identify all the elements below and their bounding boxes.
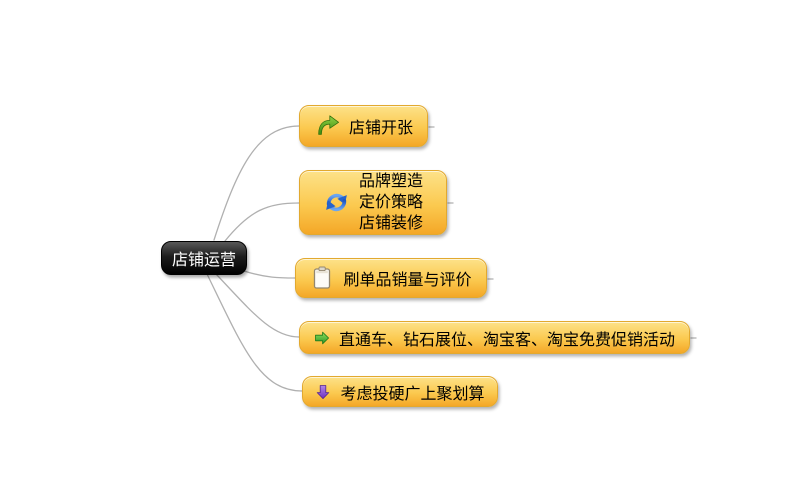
root-node-label: 店铺运营 [171, 252, 236, 269]
root-node[interactable]: 店铺运营 [161, 241, 247, 275]
refresh-sync-icon [323, 189, 350, 216]
branch-node-juhuasuan[interactable]: 考虑投硬广上聚划算 [302, 376, 498, 407]
connector-root-to-open [213, 125, 300, 241]
clipboard-icon [310, 266, 334, 290]
branch-label: 直通车、钻石展位、淘宝客、淘宝免费促销活动 [338, 331, 675, 349]
arrow-right-icon [314, 330, 330, 346]
branch-label: 品牌塑造 定价策略 店铺装修 [359, 171, 423, 234]
branch-label-line: 店铺装修 [358, 215, 423, 232]
branch-label: 考虑投硬广上聚划算 [340, 385, 485, 403]
branch-label: 店铺开张 [348, 120, 413, 137]
connector-root-to-sales [243, 270, 296, 279]
branch-label: 刷单品销量与评价 [343, 272, 472, 289]
branch-label-line: 品牌塑造 [358, 173, 423, 190]
branch-node-open[interactable]: 店铺开张 [299, 105, 428, 147]
branch-node-sales[interactable]: 刷单品销量与评价 [295, 258, 487, 298]
branch-node-promo[interactable]: 直通车、钻石展位、淘宝客、淘宝免费促销活动 [299, 321, 690, 354]
connector-root-to-brand [224, 202, 300, 242]
curved-arrow-icon [314, 113, 340, 139]
branch-node-brand[interactable]: 品牌塑造 定价策略 店铺装修 [299, 170, 447, 235]
branch-label-line: 定价策略 [358, 194, 423, 211]
arrow-down-icon [315, 384, 331, 400]
connector-root-to-promo [215, 273, 300, 338]
connector-root-to-ju [206, 273, 303, 392]
